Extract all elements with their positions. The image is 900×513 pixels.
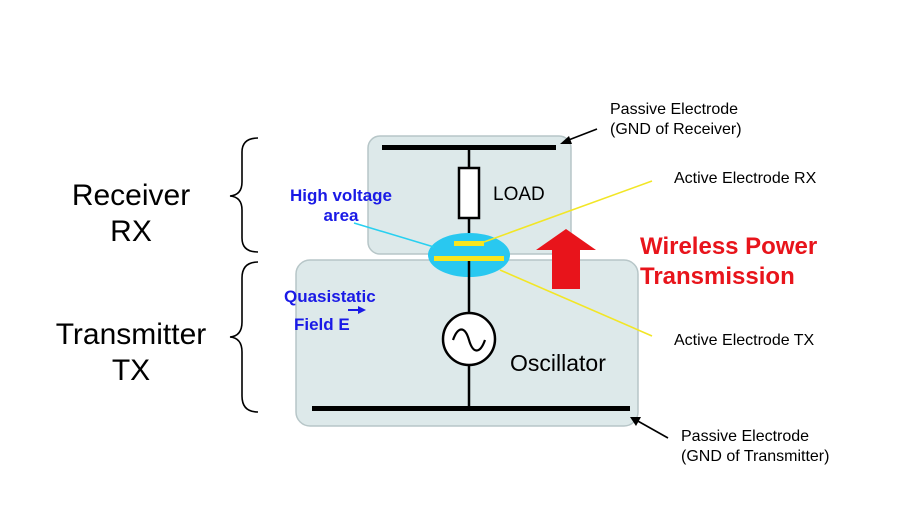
receiver-label: Receiver RX [56, 178, 206, 250]
transmitter-label-line2: TX [111, 354, 151, 387]
passive-electrode-tx-label-line1: Passive Electrode [681, 428, 810, 445]
receiver-brace [229, 137, 259, 253]
active-electrode-rx [454, 241, 484, 246]
high-voltage-label-line1: High voltage [289, 186, 392, 205]
pointer-active-tx [499, 269, 653, 337]
quasistatic-label-line1: Quasistatic [284, 287, 376, 306]
pointer-high-voltage [353, 222, 435, 248]
passive-electrode-rx-label-line2: (GND of Receiver) [610, 121, 742, 138]
receiver-label-line2: RX [110, 215, 152, 248]
pointer-passive-rx-arrowhead-icon [560, 136, 572, 144]
wireless-power-label: Wireless Power Transmission [640, 232, 817, 292]
pointer-passive-tx [635, 419, 669, 439]
high-voltage-label-line2: area [323, 206, 359, 225]
passive-electrode-rx-label-line1: Passive Electrode [610, 101, 739, 118]
transmitter-brace [229, 261, 259, 413]
quasistatic-label: Quasistatic Field E [284, 287, 376, 335]
pointer-passive-tx-arrowhead-icon [630, 417, 641, 426]
pointer-active-rx [483, 180, 653, 243]
wireless-power-label-line1: Wireless Power [640, 233, 818, 260]
active-electrode-rx-label: Active Electrode RX [674, 170, 817, 187]
transmitter-label: Transmitter TX [46, 317, 216, 389]
active-electrode-tx-label: Active Electrode TX [674, 332, 815, 349]
passive-electrode-rx-label: Passive Electrode (GND of Receiver) [610, 100, 742, 140]
oscillator-label: Oscillator [510, 350, 606, 376]
field-arrow-icon [358, 306, 366, 314]
sine-wave-icon [451, 328, 487, 352]
high-voltage-label: High voltage area [266, 186, 416, 226]
load-label: LOAD [493, 184, 545, 205]
high-voltage-area [428, 233, 510, 277]
transmitter-label-line1: Transmitter [55, 318, 207, 351]
wireless-power-label-line2: Transmission [640, 263, 795, 290]
passive-electrode-tx [312, 406, 630, 411]
passive-electrode-rx [382, 145, 556, 150]
active-electrode-tx [434, 256, 504, 261]
pointer-passive-rx [565, 128, 598, 142]
passive-electrode-tx-label-line2: (GND of Transmitter) [681, 448, 830, 465]
passive-electrode-tx-label: Passive Electrode (GND of Transmitter) [681, 427, 829, 467]
load-resistor [457, 166, 481, 220]
quasistatic-label-line2: Field E [294, 315, 350, 334]
wireless-power-arrow-icon [536, 229, 596, 289]
receiver-label-line1: Receiver [71, 179, 191, 212]
